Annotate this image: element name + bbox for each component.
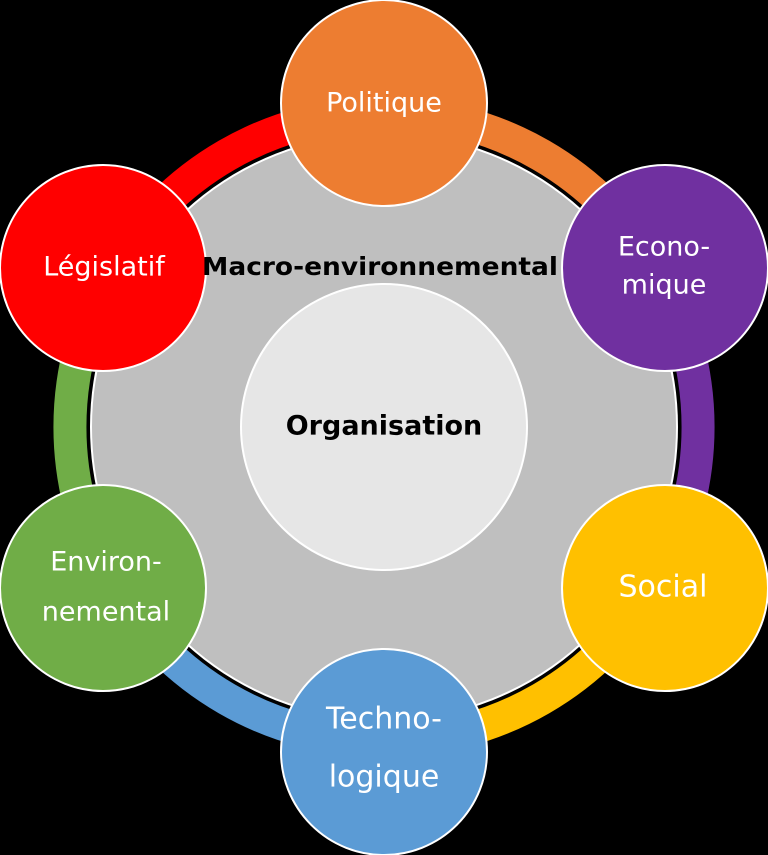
node-environnemental: Environ- nemental xyxy=(0,484,207,692)
node-environnemental-label-line1: Environ- xyxy=(50,547,162,578)
node-legislatif-label: Législatif xyxy=(43,252,166,283)
node-economique-label-line1: Econo- xyxy=(618,232,710,263)
node-environnemental-label-line2: nemental xyxy=(42,597,170,628)
node-technologique-label-line1: Techno- xyxy=(325,702,442,737)
organisation-disc xyxy=(240,283,528,571)
node-technologique: Techno- logique xyxy=(280,648,488,855)
node-social: Social xyxy=(561,484,768,692)
node-social-label: Social xyxy=(619,570,708,605)
node-economique: Econo- mique xyxy=(561,164,768,372)
node-economique-label-line2: mique xyxy=(622,270,707,301)
organisation-label: Organisation xyxy=(286,411,483,442)
node-politique-label: Politique xyxy=(326,88,442,119)
macro-environment-label: Macro-environnemental xyxy=(202,252,558,281)
node-technologique-label-line2: logique xyxy=(329,760,440,795)
node-politique: Politique xyxy=(280,0,488,207)
node-legislatif: Législatif xyxy=(0,164,207,372)
